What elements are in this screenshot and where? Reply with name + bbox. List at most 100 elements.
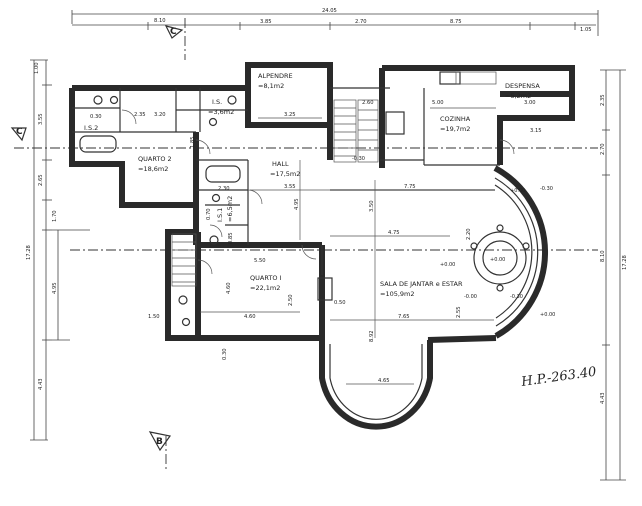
- dim-total-width: 24.05: [322, 8, 337, 14]
- level-stairs: -0.30: [352, 156, 365, 162]
- dim-top-e: 1.05: [580, 27, 592, 33]
- room-is-name: I.S.: [212, 98, 222, 106]
- room-quarto1-name: QUARTO I: [250, 274, 282, 282]
- svg-text:3.00: 3.00: [524, 100, 536, 106]
- sink-icon: [208, 117, 218, 127]
- svg-text:0.70: 0.70: [206, 208, 212, 220]
- room-is1-name: I.S.1: [216, 208, 224, 222]
- room-quarto2-name: QUARTO 2: [138, 155, 172, 163]
- top-dimension-lines: 24.05 8.10 3.85 2.70 8.75 1.05: [71, 8, 599, 36]
- svg-text:4.65: 4.65: [378, 378, 390, 384]
- svg-text:2.20: 2.20: [466, 228, 472, 240]
- level-sala: -0.00: [464, 294, 477, 300]
- svg-text:2.30: 2.30: [218, 186, 230, 192]
- dim-top-a: 8.10: [154, 18, 166, 24]
- level-sala-2: +0.00: [440, 262, 455, 268]
- svg-text:4.60: 4.60: [244, 314, 256, 320]
- svg-text:3.20: 3.20: [154, 112, 166, 118]
- room-labels: ALPENDRE =8,1m2 DESPENSA =5,2m2 COZINHA …: [84, 72, 540, 298]
- staircase-lower: [171, 233, 197, 287]
- handwritten-elevation-note: H.P.-263.40: [519, 365, 597, 391]
- dim-left-c: 2.65: [38, 174, 44, 186]
- dim-left-total: 17.28: [26, 245, 32, 260]
- dim-top-b: 3.85: [260, 19, 272, 25]
- section-arrow-c-left: [10, 127, 27, 142]
- svg-text:5.50: 5.50: [254, 258, 266, 264]
- svg-text:5.00: 5.00: [432, 100, 444, 106]
- section-marker-c-top: C: [170, 27, 177, 37]
- level-markers: +0.00 -0.30 +0.00 -0.30 -0.00 +0.00 +0.0…: [352, 156, 555, 318]
- dim-left-b: 3.55: [38, 113, 44, 125]
- section-marker-c-left: C: [16, 127, 23, 137]
- fireplace-icon: [317, 277, 333, 301]
- level-arc-bottom: +0.00: [540, 312, 555, 318]
- svg-text:0.30: 0.30: [222, 348, 228, 360]
- room-despensa-area: =5,2m2: [505, 92, 531, 100]
- svg-text:7.65: 7.65: [398, 314, 410, 320]
- toilet-icon: [209, 235, 219, 245]
- inner-dimension-lines: [200, 107, 496, 385]
- bathroom-fixtures: [79, 71, 497, 327]
- dim-top-d: 8.75: [450, 19, 462, 25]
- svg-text:4.95: 4.95: [294, 198, 300, 210]
- room-is2-name: I.S.2: [84, 124, 98, 132]
- bathtub-icon: [79, 135, 117, 153]
- room-hall-area: =17,5m2: [270, 170, 300, 178]
- level-table: +0.00: [490, 257, 505, 263]
- room-is-area: =3,6m2: [208, 108, 234, 116]
- room-is1-area: =6,5m2: [226, 196, 234, 222]
- staircase-upper: [333, 99, 379, 163]
- room-hall-name: HALL: [272, 160, 289, 168]
- dim-right-b: 2.70: [600, 143, 606, 155]
- room-cozinha-area: =19,7m2: [440, 125, 470, 133]
- fridge-icon: [385, 111, 405, 135]
- level-bay-top: +0.00: [510, 188, 525, 194]
- svg-text:7.75: 7.75: [404, 184, 416, 190]
- sink-icon: [109, 95, 119, 105]
- kitchen-sink-icon: [439, 71, 461, 85]
- room-quarto1-area: =22,1m2: [250, 284, 280, 292]
- dim-right-a: 2.35: [600, 94, 606, 106]
- room-sala-area: =105,9m2: [380, 290, 415, 298]
- svg-text:1.85: 1.85: [190, 136, 196, 148]
- svg-text:0.85: 0.85: [228, 232, 234, 244]
- svg-text:3.25: 3.25: [284, 112, 296, 118]
- kitchen-counter: [455, 71, 497, 85]
- left-dimension-lines: 1.00 3.55 2.65 1.70 4.95 4.43 17.28: [26, 59, 90, 441]
- svg-text:0.50: 0.50: [334, 300, 346, 306]
- svg-text:3.55: 3.55: [284, 184, 296, 190]
- dim-right-total: 17.28: [622, 255, 628, 270]
- svg-text:3.50: 3.50: [369, 200, 375, 212]
- round-table: [470, 224, 530, 292]
- dim-top-c: 2.70: [355, 19, 367, 25]
- section-marker-b: B: [156, 437, 163, 447]
- svg-text:3.15: 3.15: [530, 128, 542, 134]
- dim-left-a: 1.00: [34, 62, 40, 74]
- toilet-icon: [227, 95, 237, 105]
- svg-text:2.35: 2.35: [134, 112, 146, 118]
- dim-right-c: 8.10: [600, 250, 606, 262]
- dim-left-d: 1.70: [52, 210, 58, 222]
- svg-text:8.92: 8.92: [369, 330, 375, 342]
- sink-icon: [211, 193, 221, 203]
- door-swings: [121, 109, 515, 275]
- toilet-icon: [93, 95, 103, 105]
- level-bay: -0.30: [510, 294, 523, 300]
- inner-dimension-labels: 0.30 2.35 3.20 3.25 2.60 3.00 3.15 5.00 …: [90, 100, 542, 384]
- svg-text:0.30: 0.30: [90, 114, 102, 120]
- section-arrow-b: [148, 431, 172, 452]
- svg-text:4.60: 4.60: [226, 282, 232, 294]
- room-sala-name: SALA DE JANTAR e ESTAR: [380, 280, 463, 288]
- svg-text:2.55: 2.55: [456, 306, 462, 318]
- room-quarto2-area: =18,6m2: [138, 165, 168, 173]
- right-dimension-lines: 2.35 2.70 8.10 4.43 17.28: [600, 69, 628, 481]
- svg-text:4.75: 4.75: [388, 230, 400, 236]
- toilet-icon: [178, 295, 188, 305]
- dim-right-d: 4.43: [600, 392, 606, 404]
- dim-left-e: 4.95: [52, 282, 58, 294]
- svg-text:1.50: 1.50: [148, 314, 160, 320]
- bathtub-icon: [205, 165, 241, 183]
- room-alpendre-area: =8,1m2: [258, 82, 284, 90]
- room-alpendre-name: ALPENDRE: [258, 72, 293, 80]
